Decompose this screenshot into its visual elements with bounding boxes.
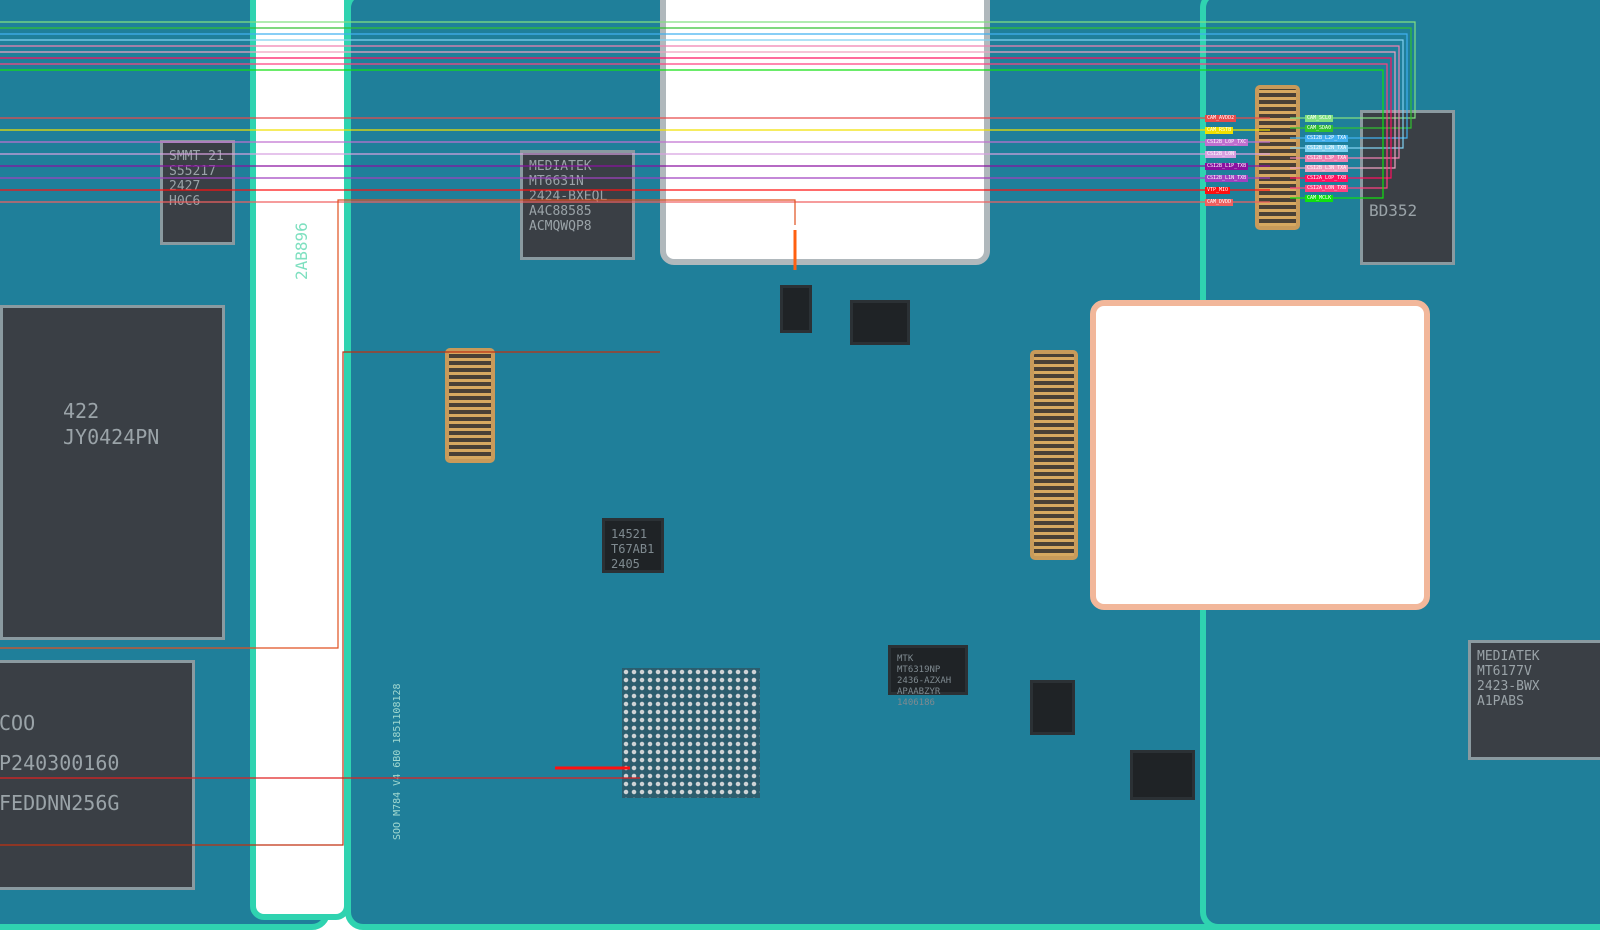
chip-square-2	[1030, 680, 1075, 735]
net-label: CSI2B_L2N_TXA	[1305, 145, 1349, 152]
net-label: CSI2A_L0N_TXB	[1305, 185, 1349, 192]
side-connector[interactable]	[445, 348, 495, 463]
trace-csi2b_l3p_txa	[0, 45, 1400, 159]
trace-csi2b_l2n_txa	[0, 39, 1404, 149]
trace-overlay	[0, 21, 1416, 846]
net-label: CSI2B_L3N_TXA	[1305, 165, 1349, 172]
net-label: CAM_SDA0	[1305, 125, 1334, 132]
camera-connector[interactable]	[1255, 85, 1300, 230]
net-label: CSI2A_L0P_TXB	[1305, 175, 1349, 182]
chip-square-3	[1130, 750, 1195, 800]
chip-square-4	[780, 285, 812, 333]
chip-mediatek-rf: MEDIATEK MT6177V 2423-BWX A1PABS	[1468, 640, 1600, 760]
net-label: CSI2B_L0N	[1205, 151, 1237, 158]
trace-cam_sda0	[0, 27, 1412, 129]
trace-cam_mclk	[0, 69, 1384, 199]
net-label: CAM_RSTB	[1205, 127, 1234, 134]
net-label: CAM_DVDD	[1205, 199, 1234, 206]
chip-pmic-small: 14521 T67AB1 2405	[602, 518, 664, 573]
board-cutout-left	[250, 0, 350, 920]
board-cutout-window	[1090, 300, 1430, 610]
trace-csi2b_l2p_txa	[0, 33, 1408, 139]
display-connector[interactable]	[1030, 350, 1078, 560]
net-label: VTP_MIO	[1205, 187, 1231, 194]
trace-cam_scl0	[0, 21, 1416, 119]
bga-pads	[622, 668, 760, 798]
board-cutout-top	[660, 0, 990, 265]
net-label: CSI2B_L2P_TXA	[1305, 135, 1349, 142]
net-label: CSI2B_L1N_TXB	[1205, 175, 1249, 182]
net-label: CSI2B_L3P_TXA	[1305, 155, 1349, 162]
net-label: CAM_SCL0	[1305, 115, 1334, 122]
chip-mtk-pmic: MTK MT6319NP 2436-AZXAH APAABZYR 1406186	[888, 645, 968, 708]
chip-square-1	[850, 300, 910, 345]
net-label: CAM_AVDD2	[1205, 115, 1237, 122]
net-label: CSI2B_L0P_TXC	[1205, 139, 1249, 146]
chip-flash: COO P240300160 FEDDNN256G	[0, 660, 195, 890]
net-label: CSI2B_L1P_TXB	[1205, 163, 1249, 170]
trace-csi2a_l0n_txb	[0, 63, 1388, 189]
net-label: CAM_MCLK	[1305, 195, 1334, 202]
chip-memory: 422 JY0424PN	[0, 305, 225, 640]
trace-orange	[0, 199, 796, 649]
trace-brown	[0, 351, 660, 846]
